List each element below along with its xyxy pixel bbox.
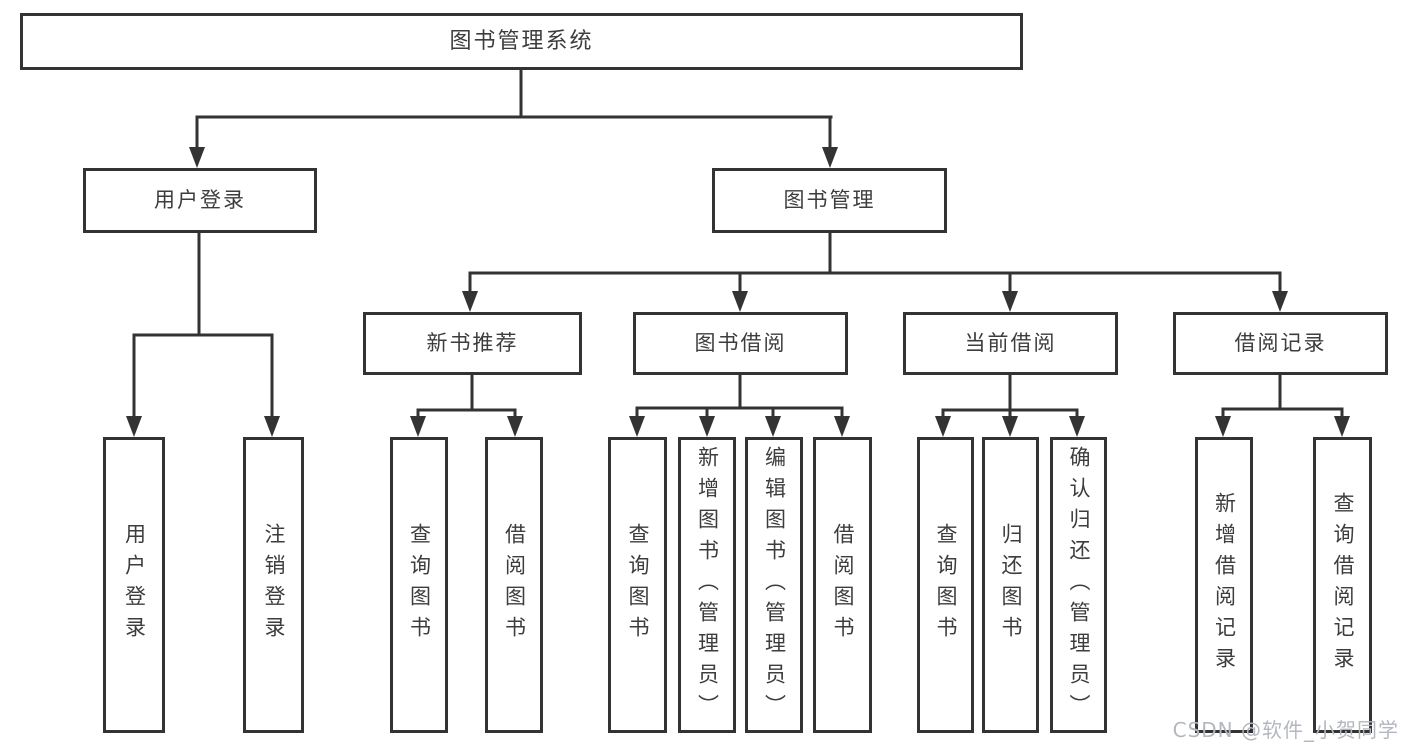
node-leaf-query-borrow-record: 查询借阅记录 — [1313, 437, 1372, 733]
node-leaf-return-books: 归还图书 — [982, 437, 1039, 733]
node-leaf-user-login: 用户登录 — [103, 437, 165, 733]
node-leaf-borrow-books-borrowing: 借阅图书 — [813, 437, 872, 733]
node-new-book-recommendation: 新书推荐 — [363, 312, 582, 375]
node-leaf-borrow-books-recommend: 借阅图书 — [485, 437, 543, 733]
node-library-management-system: 图书管理系统 — [20, 13, 1023, 70]
node-book-management: 图书管理 — [712, 168, 947, 233]
csdn-watermark: CSDN @软件_小贺同学 — [1172, 718, 1399, 742]
node-leaf-query-books-current: 查询图书 — [917, 437, 974, 733]
node-leaf-add-borrow-record: 新增借阅记录 — [1195, 437, 1253, 733]
node-leaf-edit-books-admin: 编辑图书（管理员） — [745, 437, 803, 733]
node-user-login: 用户登录 — [83, 168, 317, 233]
node-leaf-logout: 注销登录 — [243, 437, 304, 733]
arrowhead-group — [126, 147, 1350, 437]
node-leaf-query-books-borrowing: 查询图书 — [608, 437, 667, 733]
node-leaf-add-books-admin: 新增图书（管理员） — [678, 437, 736, 733]
node-borrowing-records: 借阅记录 — [1173, 312, 1388, 375]
node-leaf-query-books-recommend: 查询图书 — [390, 437, 448, 733]
node-leaf-confirm-return-admin: 确认归还（管理员） — [1050, 437, 1107, 733]
node-current-borrowing: 当前借阅 — [903, 312, 1118, 375]
node-book-borrowing: 图书借阅 — [633, 312, 848, 375]
